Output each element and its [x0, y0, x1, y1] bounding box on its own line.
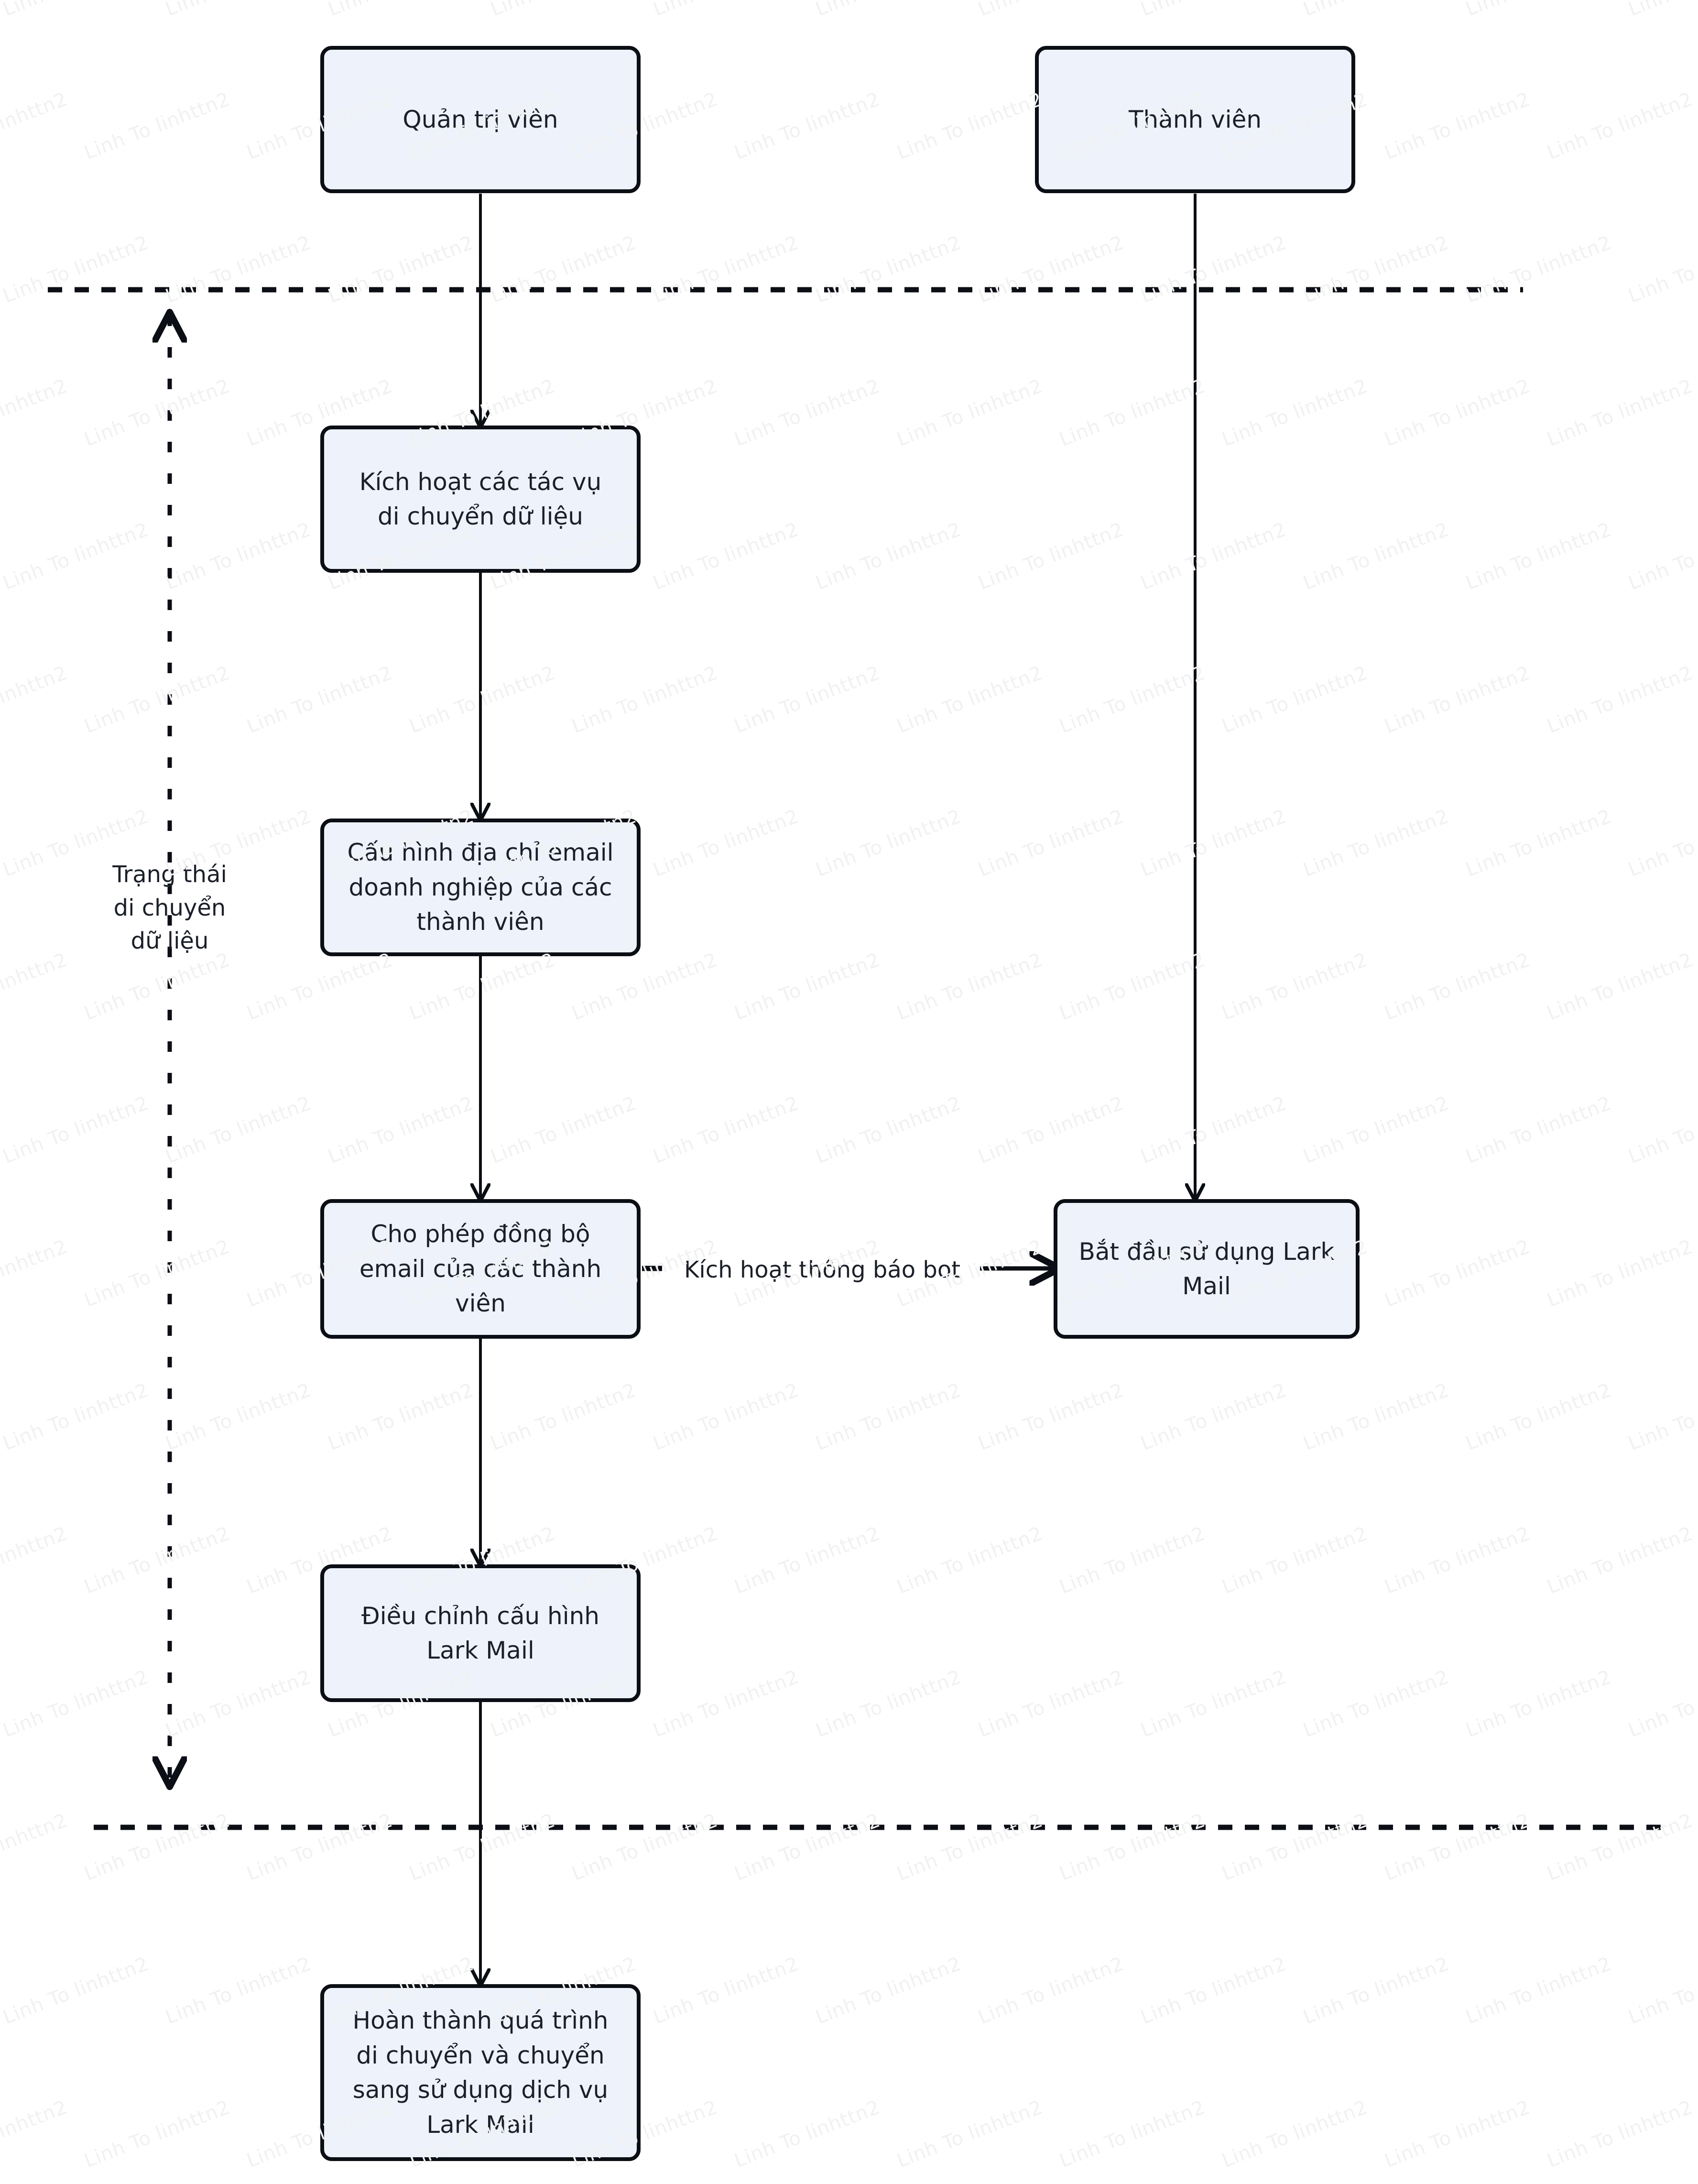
node-bat-dau-lark-mail[interactable]: Bắt đầu sử dụng Lark Mail: [1054, 1199, 1360, 1339]
edge-label-trang-thai-di-chuyen: Trạng thái di chuyển dữ liệu: [112, 861, 227, 955]
node-cau-hinh-email[interactable]: Cấu hình địa chỉ email doanh nghiệp của …: [320, 819, 641, 956]
node-label: Cho phép đồng bộ email của các thành viê…: [359, 1220, 602, 1318]
node-label: Quản trị viên: [403, 105, 558, 133]
node-dieu-chinh-cau-hinh[interactable]: Điều chỉnh cấu hình Lark Mail: [320, 1564, 641, 1702]
node-label: Kích hoạt các tác vụ di chuyển dữ liệu: [359, 468, 602, 531]
node-quan-tri-vien[interactable]: Quản trị viên: [320, 46, 641, 193]
node-kich-hoat-tac-vu[interactable]: Kích hoạt các tác vụ di chuyển dữ liệu: [320, 426, 641, 573]
node-label: Cấu hình địa chỉ email doanh nghiệp của …: [347, 839, 614, 936]
node-label: Thành viên: [1128, 105, 1262, 133]
node-thanh-vien[interactable]: Thành viên: [1035, 46, 1355, 193]
edge-label-kich-hoat-thong-bao-bot: Kích hoạt thông báo bot: [684, 1256, 961, 1283]
node-label: Hoàn thành quá trình di chuyển và chuyển…: [352, 2007, 609, 2139]
node-label: Điều chỉnh cấu hình Lark Mail: [361, 1602, 599, 1665]
node-cho-phep-dong-bo[interactable]: Cho phép đồng bộ email của các thành viê…: [320, 1199, 641, 1339]
node-label: Bắt đầu sử dụng Lark Mail: [1078, 1237, 1335, 1300]
node-hoan-thanh[interactable]: Hoàn thành quá trình di chuyển và chuyển…: [320, 1984, 641, 2161]
